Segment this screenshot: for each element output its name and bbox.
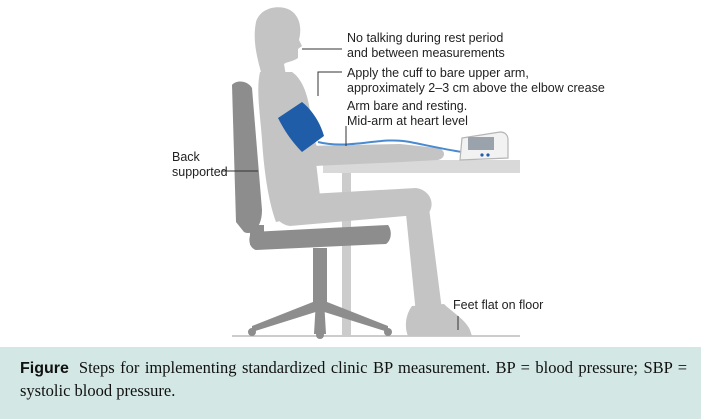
- bp-measurement-illustration: [222, 7, 520, 339]
- callout-line: Back: [172, 150, 200, 164]
- chair: [232, 81, 392, 339]
- bp-monitor: [459, 131, 509, 161]
- callout-line: and between measurements: [347, 46, 505, 60]
- callout-line: Feet flat on floor: [453, 298, 544, 312]
- caption-label: Figure: [20, 360, 69, 377]
- callout-arm-position: Arm bare and resting. Mid-arm at heart l…: [347, 99, 468, 129]
- callout-back-supported: Back supported: [172, 150, 228, 180]
- callout-line: Apply the cuff to bare upper arm,: [347, 66, 529, 80]
- callout-line: Arm bare and resting.: [347, 99, 468, 113]
- callout-no-talking: No talking during rest period and betwee…: [347, 31, 505, 61]
- cuff-tube: [317, 139, 463, 153]
- callout-line: approximately 2–3 cm above the elbow cre…: [347, 81, 605, 95]
- callout-line: Mid-arm at heart level: [347, 114, 468, 128]
- bp-cuff: [278, 102, 324, 152]
- callout-leaders: [222, 48, 459, 330]
- callout-feet-flat: Feet flat on floor: [453, 298, 543, 313]
- callout-line: No talking during rest period: [347, 31, 504, 45]
- callout-line: supported: [172, 165, 228, 179]
- caption-text: Steps for implementing standardized clin…: [20, 358, 687, 400]
- callout-cuff-placement: Apply the cuff to bare upper arm, approx…: [347, 66, 605, 96]
